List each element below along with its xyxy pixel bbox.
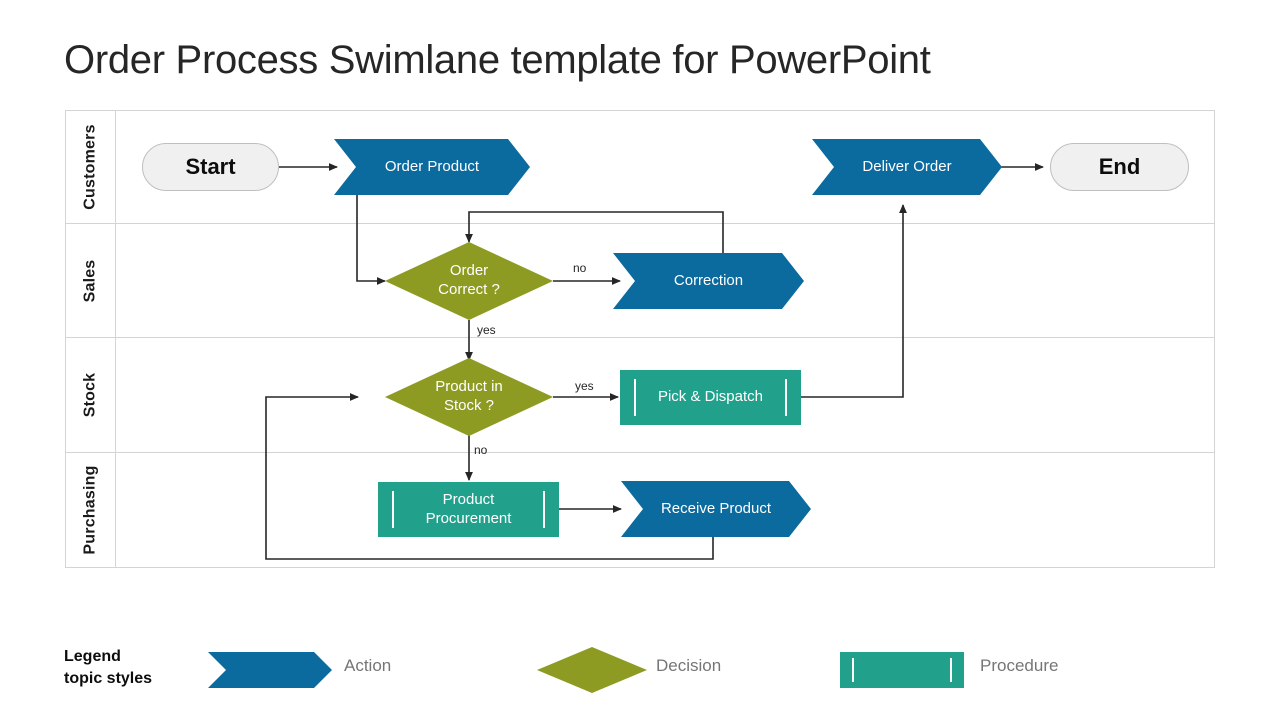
lane-label-purchasing: Purchasing <box>81 465 99 555</box>
lane-label-stock: Stock <box>81 372 99 418</box>
node-order-correct-label: Order Correct ? <box>438 262 500 300</box>
node-product-procurement[interactable]: Product Procurement <box>378 482 559 537</box>
node-order-correct-line1: Order <box>449 262 489 280</box>
lane-header-sales: Sales <box>66 224 116 337</box>
node-order-correct-line2: Correct ? <box>438 281 500 298</box>
lane-label-customers: Customers <box>81 124 99 210</box>
legend-swatch-action <box>208 652 332 688</box>
node-product-in-stock-label: Product in Stock ? <box>435 378 503 416</box>
node-order-product[interactable]: Order Product <box>334 139 530 195</box>
node-order-correct[interactable]: Order Correct ? <box>385 242 553 320</box>
node-pick-dispatch-label: Pick & Dispatch <box>657 388 764 406</box>
legend-label-action: Action <box>344 656 392 675</box>
swimlane-purchasing: Purchasing <box>65 453 1215 568</box>
page-title: Order Process Swimlane template for Powe… <box>64 38 931 82</box>
legend-swatch-decision <box>537 647 647 693</box>
legend-label-decision: Decision <box>656 656 722 675</box>
legend: Legend topic styles Action Decision Proc… <box>64 640 1214 702</box>
legend-title-line1: Legend <box>64 648 121 665</box>
node-pick-dispatch[interactable]: Pick & Dispatch <box>620 370 801 425</box>
legend-title-line2: topic styles <box>64 669 153 687</box>
lane-label-sales: Sales <box>81 259 99 302</box>
node-product-procurement-line1: Product <box>442 490 495 508</box>
node-correction[interactable]: Correction <box>613 253 804 309</box>
legend-label-procedure: Procedure <box>980 656 1059 675</box>
node-receive-product[interactable]: Receive Product <box>621 481 811 537</box>
edge-label-product-in-stock-yes: yes <box>575 379 594 393</box>
node-product-procurement-label: Product Procurement <box>426 491 512 529</box>
edge-label-product-in-stock-no: no <box>474 443 488 457</box>
node-product-in-stock-line2: Stock ? <box>443 397 494 414</box>
edge-label-order-correct-yes: yes <box>477 323 496 337</box>
node-product-procurement-line2: Procurement <box>425 509 512 527</box>
lane-header-customers: Customers <box>66 111 116 223</box>
legend-swatch-procedure <box>840 652 964 688</box>
lane-header-purchasing: Purchasing <box>66 453 116 567</box>
node-start[interactable]: Start <box>142 143 279 191</box>
swimlane-sales: Sales <box>65 224 1215 338</box>
lane-header-stock: Stock <box>66 338 116 452</box>
node-product-in-stock-line1: Product in <box>435 378 503 396</box>
edge-label-order-correct-no: no <box>573 261 587 275</box>
node-deliver-order[interactable]: Deliver Order <box>812 139 1002 195</box>
node-product-in-stock[interactable]: Product in Stock ? <box>385 358 553 436</box>
node-end[interactable]: End <box>1050 143 1189 191</box>
legend-title: Legend topic styles <box>64 646 152 689</box>
